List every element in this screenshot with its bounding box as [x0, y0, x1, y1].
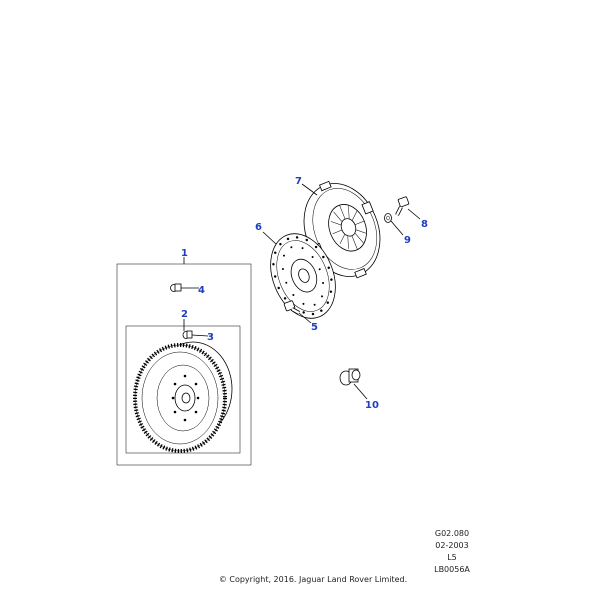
ref-code: G02.080: [435, 529, 469, 538]
clutch-friction-disc: [270, 233, 336, 319]
flywheel-dowel: [182, 330, 193, 339]
callout-5: 5: [311, 322, 318, 333]
callout-9: 9: [404, 235, 411, 246]
copyright-notice: © Copyright, 2016. Jaguar Land Rover Lim…: [219, 575, 407, 584]
callout-4: 4: [198, 285, 205, 296]
callout-3: 3: [207, 332, 214, 343]
issue-date: 02-2003: [435, 541, 468, 550]
callout-2: 2: [181, 309, 188, 320]
level-code: L5: [447, 553, 457, 562]
callout-7: 7: [295, 176, 302, 187]
leader-lines: [181, 183, 421, 400]
illustration-id: LB0056A: [434, 565, 470, 574]
callout-6: 6: [255, 222, 262, 233]
dowel-pin: [384, 213, 392, 223]
pressure-plate-bolt: [395, 196, 410, 216]
callout-1: 1: [181, 248, 188, 259]
flywheel-bolt: [170, 283, 182, 292]
dual-mass-flywheel: [133, 341, 233, 453]
callout-10: 10: [365, 400, 379, 411]
flywheel-assembly-frame: [125, 325, 241, 454]
callout-8: 8: [421, 219, 428, 230]
spigot-bearing: [339, 368, 361, 386]
clutch-bolt: [283, 300, 300, 315]
